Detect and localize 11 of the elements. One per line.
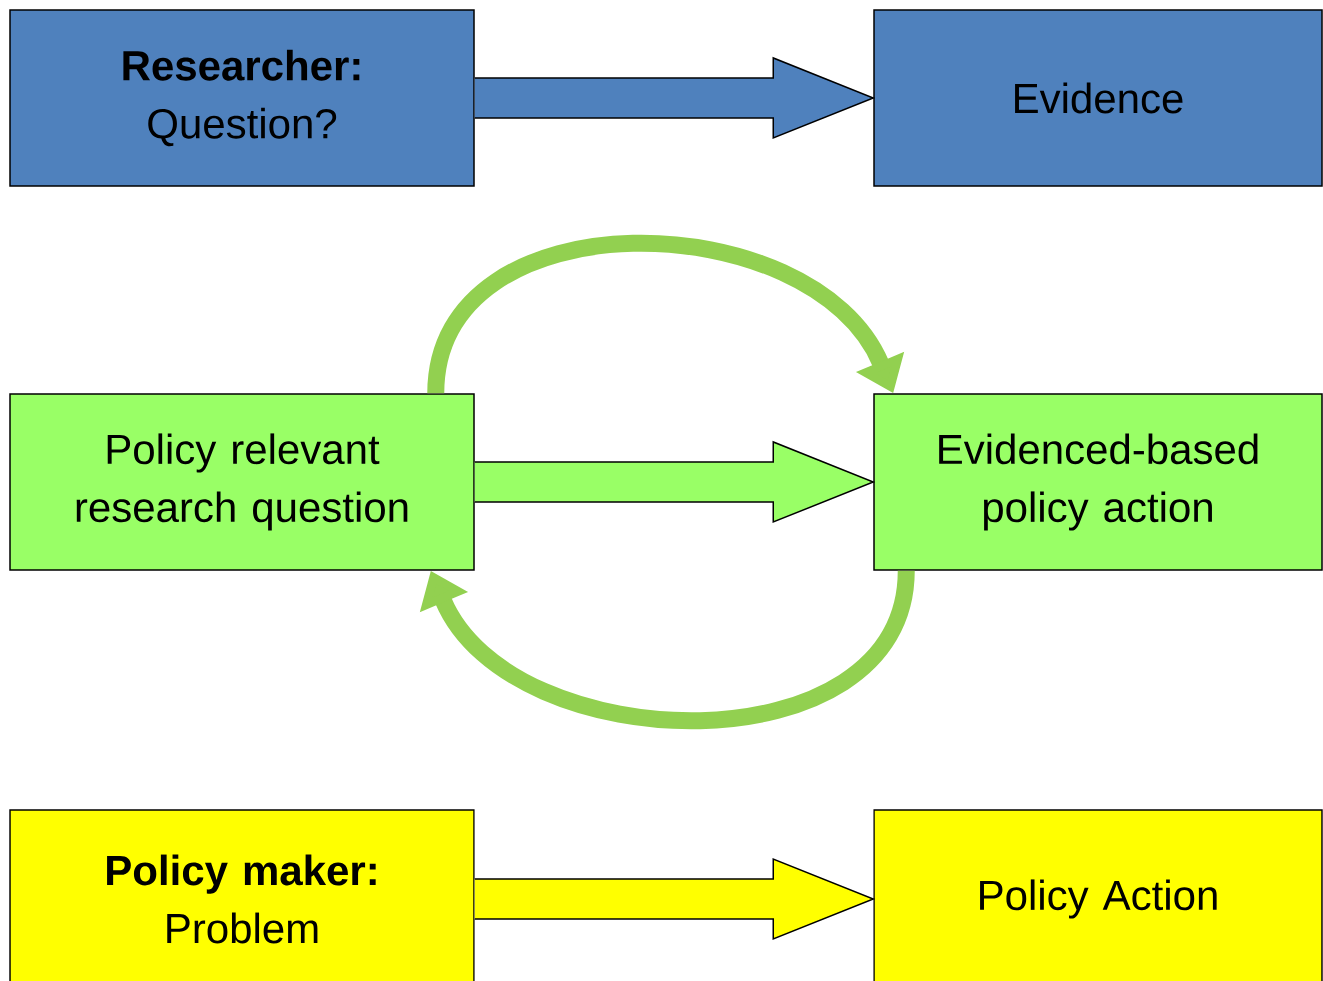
curved-arrow (419, 569, 915, 729)
process-box: Policy maker: Problem (9, 809, 475, 981)
process-box: Policy relevant research question (9, 393, 475, 571)
curved-arrow (427, 234, 905, 395)
block-arrow (474, 440, 876, 524)
process-box: Researcher: Question? (9, 9, 475, 187)
process-box: Evidence (873, 9, 1323, 187)
block-arrow (474, 857, 876, 941)
block-arrow (474, 56, 876, 140)
process-box: Evidenced-based policy action (873, 393, 1323, 571)
process-box: Policy Action (873, 809, 1323, 981)
